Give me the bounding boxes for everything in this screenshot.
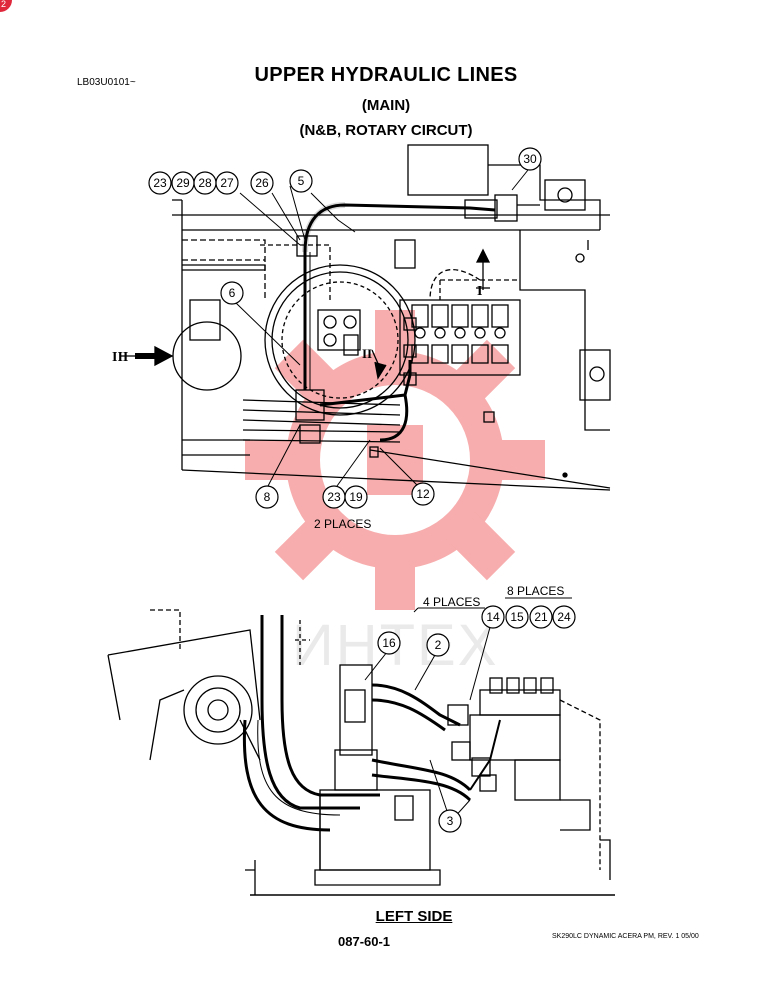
page-title: UPPER HYDRAULIC LINES: [254, 64, 518, 86]
callout-2: 2: [435, 638, 442, 652]
callout-12: 12: [416, 487, 430, 501]
page-subtitle-main: (MAIN): [361, 97, 411, 114]
callout-5: 5: [298, 174, 305, 188]
callout-14: 14: [486, 610, 500, 624]
callout-6: 6: [229, 286, 236, 300]
note-8-places: 8 PLACES: [507, 584, 564, 598]
callout-8: 8: [264, 490, 271, 504]
callout-19: 19: [349, 490, 363, 504]
callout-15: 15: [510, 610, 524, 624]
revision-note: SK290LC DYNAMIC ACERA PM, REV. 1 05/00: [552, 933, 699, 940]
callout-23-lower: 23: [327, 490, 341, 504]
callout-24: 24: [557, 610, 571, 624]
left-side-callout-lines: [364, 597, 572, 821]
view-label-II: II: [362, 346, 372, 361]
callout-26: 26: [255, 176, 269, 190]
top-view-drawing: [120, 144, 611, 491]
callout-3: 3: [447, 814, 454, 828]
view-caption-left-side: LEFT SIDE: [375, 908, 453, 925]
note-4-places: 4 PLACES: [423, 595, 480, 609]
view-label-I: I: [477, 284, 482, 299]
callout-23: 23: [153, 176, 167, 190]
view-label-III: III: [112, 350, 128, 365]
callout-27: 27: [220, 176, 234, 190]
left-side-drawing: [107, 609, 615, 896]
callout-21: 21: [534, 610, 548, 624]
callout-16: 16: [382, 636, 396, 650]
callout-28: 28: [198, 176, 212, 190]
left-side-callout-circles: [377, 605, 576, 833]
left-side-callout-numbers: 16 2 14 15 21 24 3 4 PLACES 8 PLACES: [382, 584, 571, 828]
callout-30: 30: [523, 152, 537, 166]
callout-29: 29: [176, 176, 190, 190]
top-view-callout-circles: [148, 147, 542, 509]
document-code: LB03U0101~: [77, 77, 136, 88]
top-view-callouts: [235, 169, 529, 487]
corner-badge-number: 2: [1, 0, 7, 9]
note-2-places: 2 PLACES: [314, 517, 371, 531]
page-subtitle-circuit: (N&B, ROTARY CIRCUT): [299, 122, 473, 139]
top-view-callout-numbers: 23 29 28 27 26 5 30 6 8 23 19 12 I II II…: [112, 152, 537, 531]
page-number: 087-60-1: [338, 934, 391, 949]
